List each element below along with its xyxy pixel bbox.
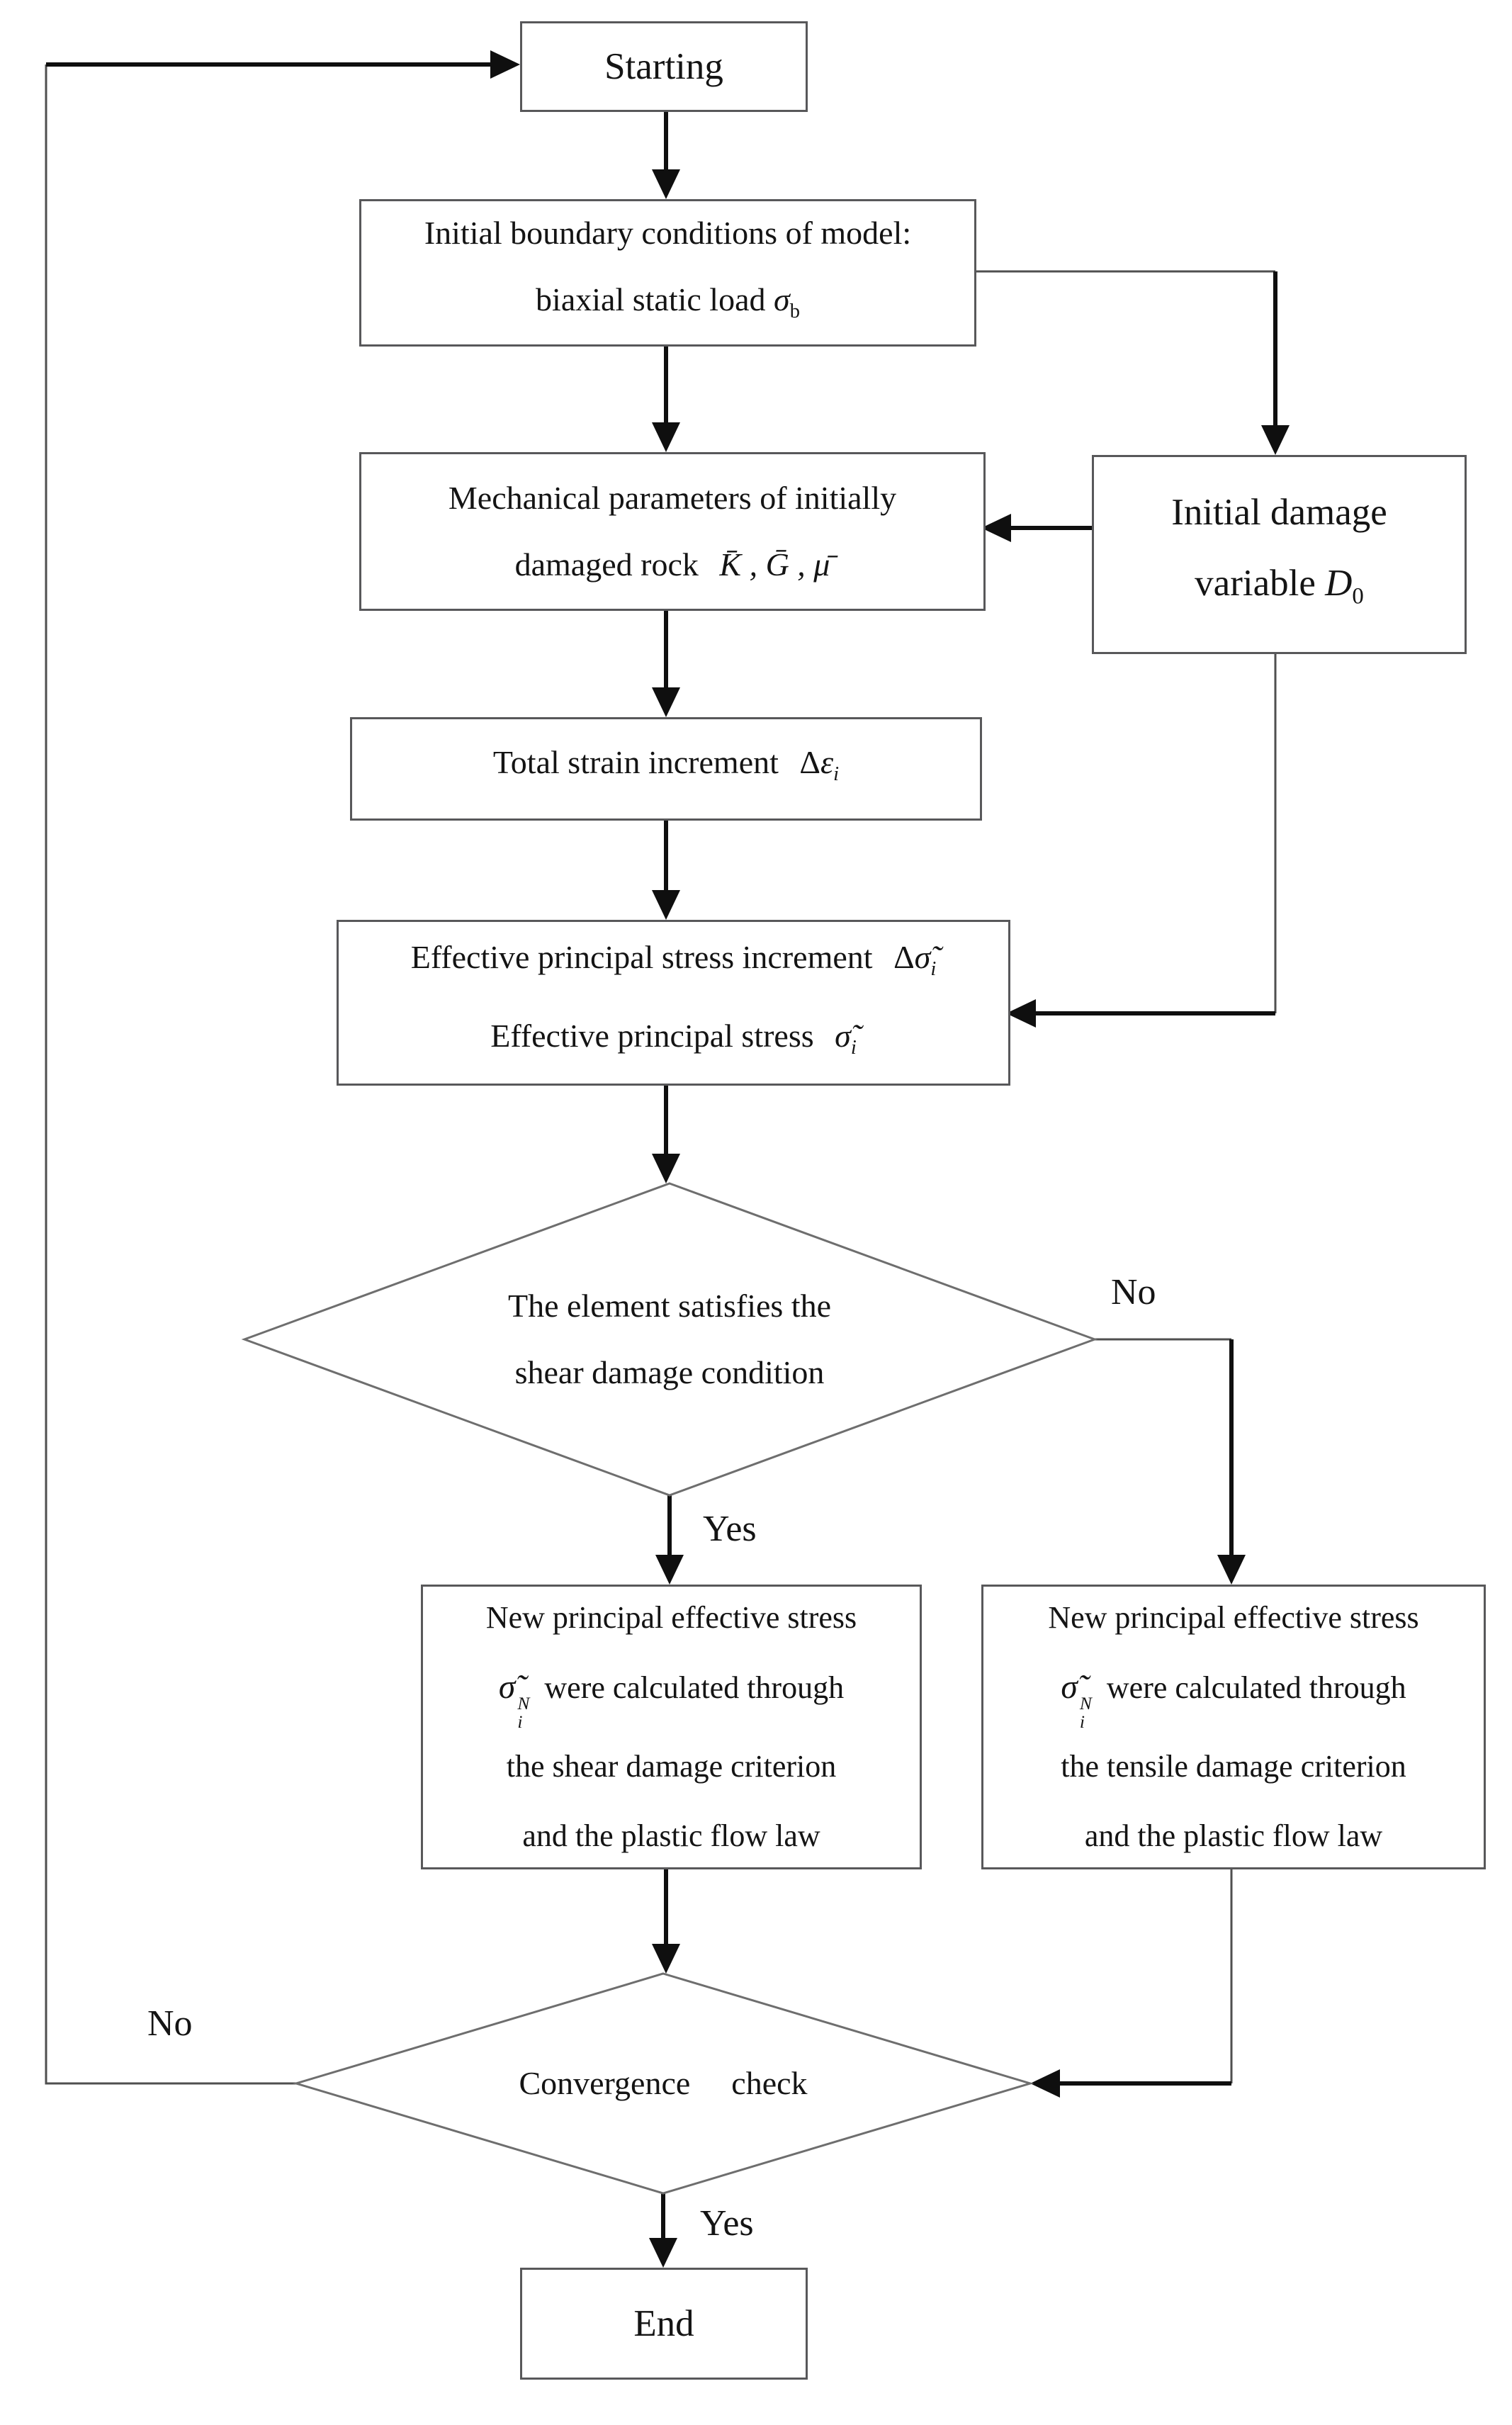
node-initial-damage: Initial damage variable D0 — [1092, 455, 1467, 654]
kgmu-symbols: K̄ , Ḡ , μ̄ — [719, 546, 830, 583]
arrowhead-into-mech — [652, 422, 680, 452]
d0-symbol: D — [1325, 563, 1353, 604]
boundary-line1: Initial boundary conditions of model: — [424, 215, 912, 252]
arrowhead-into-mech-right — [981, 514, 1011, 542]
arrowhead-into-stress — [652, 890, 680, 920]
delta-symbol: Δ — [799, 744, 820, 781]
mech-line1: Mechanical parameters of initially — [448, 480, 897, 516]
damage-line1: Initial damage — [1171, 492, 1387, 534]
arrowhead-into-start — [490, 50, 520, 79]
sigma-tilde-symbol: σ̃ — [914, 938, 931, 975]
strain-line: Total strain increment Δεi — [492, 744, 840, 786]
node-end-label: End — [633, 2303, 694, 2344]
tensile-calc-line4: and the plastic flow law — [1084, 1818, 1383, 1854]
delta-sigma-symbol: Δ — [893, 938, 915, 975]
node-starting: Starting — [520, 21, 808, 112]
label-convergence-no: No — [147, 2003, 193, 2044]
node-mechanical-parameters: Mechanical parameters of initially damag… — [359, 452, 986, 611]
node-initial-boundary: Initial boundary conditions of model: bi… — [359, 199, 976, 347]
edge-convergence-no-route — [45, 64, 296, 2085]
arrowhead-into-convergence — [652, 1944, 680, 1974]
label-shear-yes: Yes — [703, 1509, 757, 1549]
boundary-line2: biaxial static load σb — [536, 281, 800, 323]
arrowhead-into-shearcalc — [655, 1555, 684, 1585]
arrowhead-into-strain — [652, 687, 680, 717]
damage-line2: variable D0 — [1195, 563, 1364, 609]
arrowhead-into-damage — [1261, 425, 1290, 455]
shear-check-line2: shear damage condition — [514, 1354, 825, 1390]
shear-check-line1: The element satisfies the — [507, 1288, 831, 1324]
tensile-calc-line1: New principal effective stress — [1048, 1599, 1419, 1635]
sigma-b-symbol: σ — [774, 281, 790, 318]
node-total-strain: Total strain increment Δεi — [350, 717, 982, 821]
stress-line2: Effective principal stress σ̃i — [490, 1018, 857, 1059]
decision-convergence-label: Convergence check — [380, 2050, 947, 2117]
arrowhead-into-end — [649, 2238, 677, 2268]
shear-calc-line3: the shear damage criterion — [506, 1749, 837, 1784]
arrowhead-into-shearcheck — [652, 1154, 680, 1183]
sigma-tilde-N-symbol: σ̃ — [498, 1668, 516, 1706]
arrowhead-into-tensilecalc — [1217, 1555, 1246, 1585]
stress-line1: Effective principal stress increment Δσ̃… — [410, 938, 937, 980]
label-shear-no: No — [1111, 1272, 1156, 1312]
arrowhead-into-convergence-right — [1030, 2069, 1060, 2098]
decision-shear-damage-label: The element satisfies the shear damage c… — [315, 1268, 1024, 1410]
tensile-calc-line3: the tensile damage criterion — [1061, 1749, 1406, 1784]
shear-calc-line1: New principal effective stress — [485, 1599, 857, 1635]
shear-calc-line4: and the plastic flow law — [522, 1818, 820, 1854]
epsilon-symbol: ε — [820, 744, 834, 781]
mech-line2: damaged rock K̄ , Ḡ , μ̄ — [514, 546, 830, 583]
sigma-tilde-N-symbol: σ̃ — [1061, 1668, 1078, 1706]
arrowhead-into-boundary — [652, 169, 680, 199]
arrowhead-into-stress-right — [1006, 999, 1036, 1028]
label-convergence-yes: Yes — [700, 2203, 754, 2244]
convergence-line: Convergence check — [519, 2065, 808, 2101]
sigma-tilde-symbol: σ̃ — [835, 1018, 851, 1054]
node-end: End — [520, 2268, 808, 2380]
node-starting-label: Starting — [604, 46, 723, 87]
node-effective-stress: Effective principal stress increment Δσ̃… — [337, 920, 1010, 1086]
